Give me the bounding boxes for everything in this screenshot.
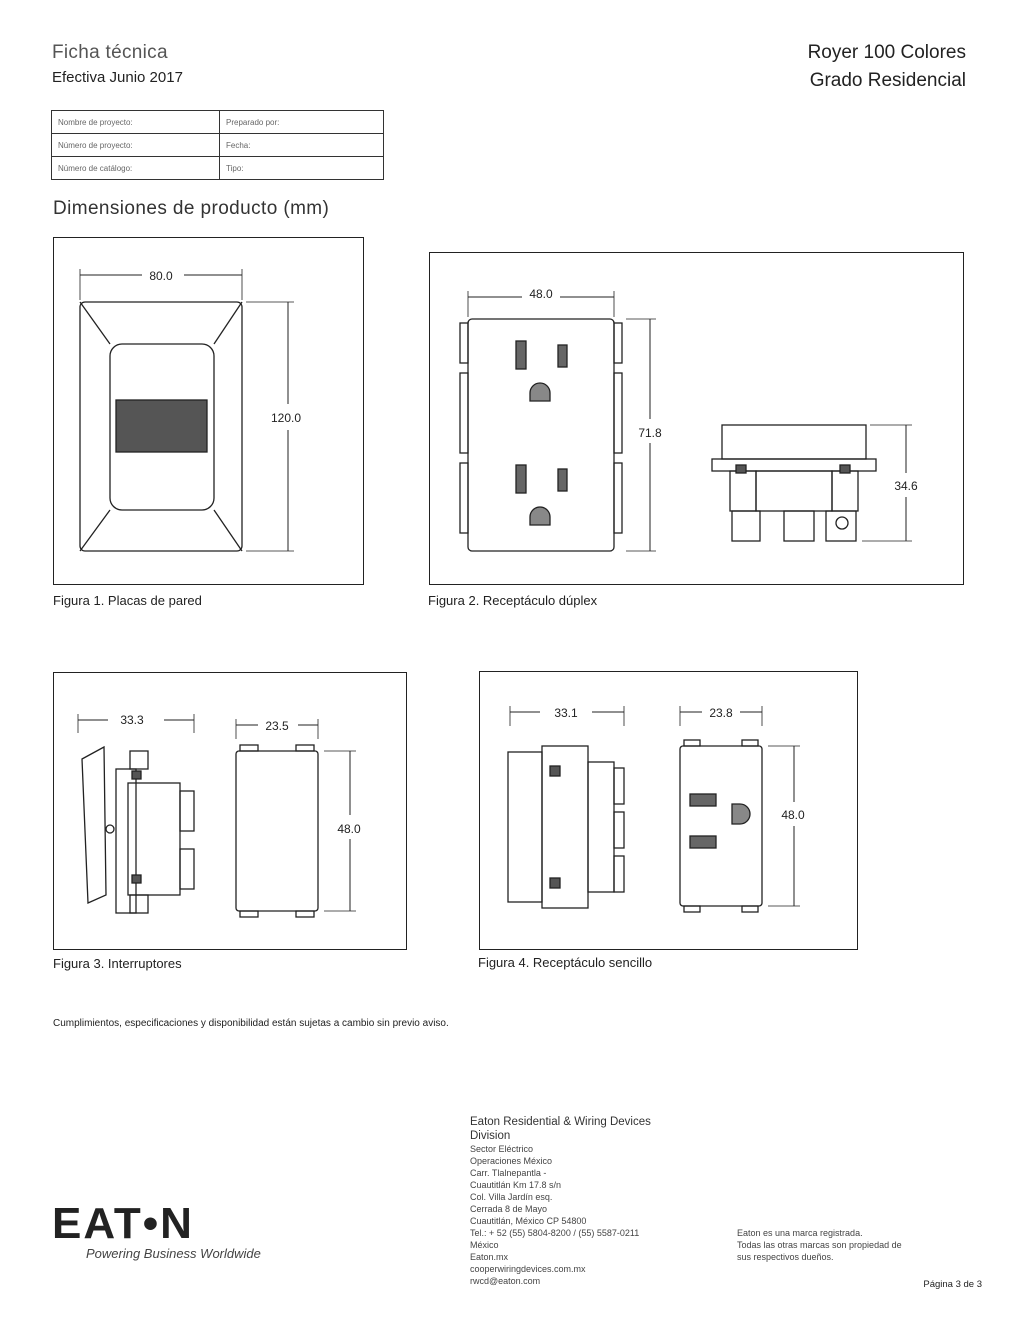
logo-text: EAT•N [52,1200,194,1244]
effective-date: Efectiva Junio 2017 [52,69,183,86]
product-name: Royer 100 Colores [807,42,966,63]
eaton-logo-mark: EAT•N [52,1199,194,1248]
project-number-field: Número de proyecto: [51,133,220,157]
prepared-by-field: Preparado por: [219,110,384,134]
address-heading-line: Eaton Residential & Wiring Devices [470,1116,651,1128]
fig3-width-label: 23.5 [265,719,289,733]
disclaimer-text: Cumplimientos, especificaciones y dispon… [53,1018,449,1029]
figure2-caption: Figura 2. Receptáculo dúplex [428,593,598,608]
address-heading-line: Division [470,1130,511,1142]
figure1-caption: Figura 1. Placas de pared [53,593,202,608]
phone-line: Tel.: + 52 (55) 5804-8200 / (55) 5587-02… [470,1228,640,1238]
address-line: Operaciones México [470,1156,553,1166]
single-receptacle-drawing: 33.1 23.8 48.0 [507,706,805,913]
type-field: Tipo: [219,156,384,180]
trademark-line: Todas las otras marcas son propiedad de [737,1240,902,1250]
figure3-caption: Figura 3. Interruptores [53,956,182,971]
fig1-height-label: 120.0 [271,411,301,425]
figure-duplex-receptacle: 48.0 71.8 34.6 [429,252,964,585]
product-grade: Grado Residencial [809,70,966,91]
website-link[interactable]: Eaton.mx [470,1252,509,1262]
fig2-width-label: 48.0 [529,287,553,301]
fig4-width-label: 23.8 [709,706,733,720]
address-line: Cerrada 8 de Mayo [470,1204,548,1214]
trademark-line: Eaton es una marca registrada. [737,1228,863,1238]
fig2-depth-label: 34.6 [894,479,918,493]
table-row: Número de proyecto: Fecha: [51,133,384,157]
switches-drawing: 33.3 23.5 48.0 [77,713,361,918]
fig4-height-label: 48.0 [781,808,805,822]
trademark-line: sus respectivos dueños. [737,1252,834,1262]
project-info-table: Nombre de proyecto: Preparado por: Númer… [51,110,384,180]
website-link[interactable]: cooperwiringdevices.com.mx [470,1264,586,1274]
fig1-width-label: 80.0 [149,269,173,283]
duplex-receptacle-drawing: 48.0 71.8 34.6 [459,287,918,552]
address-line: Carr. Tlalnepantla - [470,1168,547,1178]
tagline: Powering Business Worldwide [86,1246,261,1261]
fig3-depth-label: 33.3 [120,713,144,727]
table-row: Número de catálogo: Tipo: [51,156,384,180]
project-name-field: Nombre de proyecto: [51,110,220,134]
date-field: Fecha: [219,133,384,157]
figure-wall-plate: 80.0 120.0 [53,237,364,585]
address-line: Sector Eléctrico [470,1144,534,1154]
figure-single-receptacle: 33.1 23.8 48.0 [479,671,858,950]
trademark-notice: Eaton es una marca registrada. Todas las… [737,1227,902,1263]
email-link[interactable]: rwcd@eaton.com [470,1276,541,1286]
document-type: Ficha técnica [52,42,168,63]
figure-switches: 33.3 23.5 48.0 [53,672,407,950]
fig2-height-label: 71.8 [638,426,662,440]
eaton-logo: EAT•N [52,1199,212,1249]
address-line: Cuautitlán, México CP 54800 [470,1216,587,1226]
table-row: Nombre de proyecto: Preparado por: [51,110,384,134]
wall-plate-drawing: 80.0 120.0 [79,269,301,552]
fig3-height-label: 48.0 [337,822,361,836]
page-number: Página 3 de 3 [923,1279,982,1290]
address-block: Eaton Residential & Wiring Devices Divis… [470,1115,651,1287]
address-line: México [470,1240,499,1250]
catalog-number-field: Número de catálogo: [51,156,220,180]
section-title: Dimensiones de producto (mm) [53,198,330,219]
address-line: Cuautitlán Km 17.8 s/n [470,1180,562,1190]
address-line: Col. Villa Jardín esq. [470,1192,553,1202]
figure4-caption: Figura 4. Receptáculo sencillo [478,955,653,970]
fig4-depth-label: 33.1 [554,706,578,720]
